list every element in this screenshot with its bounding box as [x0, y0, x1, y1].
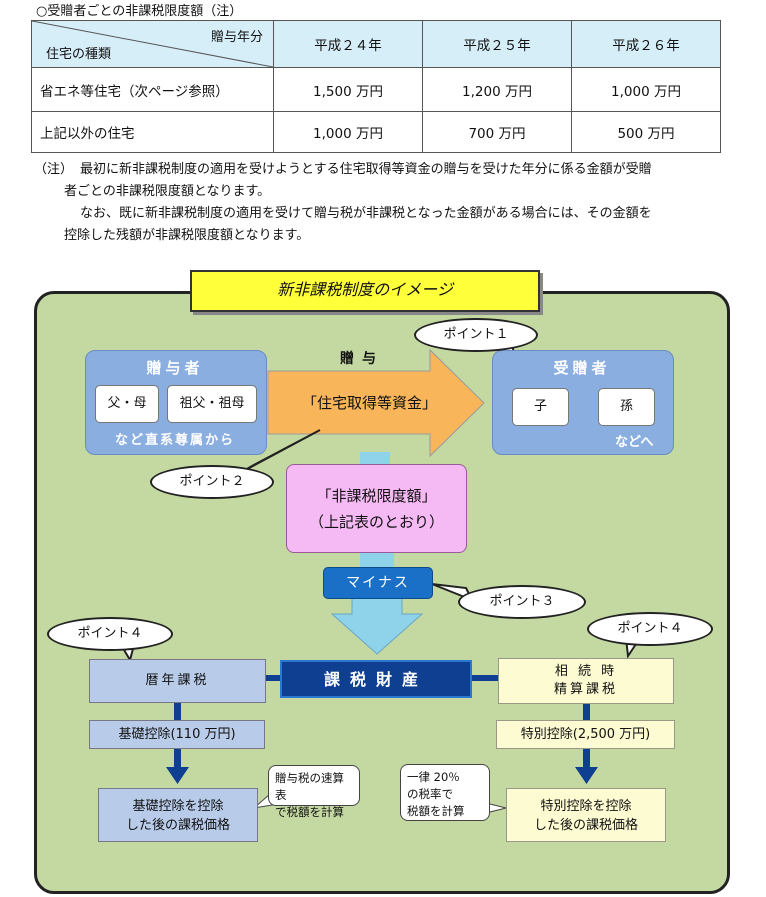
table-cell: 1,000 万円 — [273, 111, 423, 153]
donor-footer: など直系尊属から — [114, 433, 235, 448]
connector-bar-lower — [360, 553, 394, 567]
point2-bubble: ポイント２ — [150, 465, 274, 499]
note-line: 控除した残額が非課税限度額となります。 — [64, 228, 310, 243]
diagram-title: 新非課税制度のイメージ — [190, 270, 540, 312]
point4-left-bubble: ポイント４ — [47, 617, 173, 651]
note-line: 最初に新非課税制度の適用を受けようとする住宅取得等資金の贈与を受けた年分に係る金… — [80, 162, 652, 177]
header-year-h24: 平成２４年 — [273, 20, 423, 68]
header-house-type: 住宅の種類 — [46, 47, 112, 62]
gift-arrow — [267, 348, 485, 458]
header-gift-year: 贈与年分 — [210, 30, 263, 45]
table-caption: ○受贈者ごとの非課税限度額（注） — [36, 4, 243, 19]
left-result-line1: 基礎控除を控除 — [132, 799, 224, 814]
table-header-row: 贈与年分 住宅の種類 平成２４年 平成２５年 平成２６年 — [31, 20, 721, 68]
recipient-child: 子 — [512, 388, 569, 426]
left-arrow-shaft — [174, 747, 181, 769]
tax-free-limit-box: 「非課税限度額」 （上記表のとおり） — [286, 464, 467, 553]
right-note-line1: 一律 20％ — [407, 770, 460, 784]
point3-bubble: ポイント３ — [458, 585, 586, 619]
table-cell: 700 万円 — [422, 111, 572, 153]
settlement-line2: 精算課税 — [553, 682, 618, 697]
minus-label: マイナス — [323, 567, 433, 599]
point4-right-bubble: ポイント４ — [587, 612, 713, 646]
table-cell: 1,000 万円 — [571, 67, 721, 112]
limit-line1: 「非課税限度額」 — [316, 487, 437, 505]
taxable-property: 課税財産 — [280, 660, 472, 698]
right-result-line1: 特別控除を控除 — [540, 799, 632, 814]
left-result-line2: した後の課税価格 — [125, 818, 230, 833]
row-label: 上記以外の住宅 — [31, 111, 274, 153]
header-year-h26: 平成２６年 — [571, 20, 721, 68]
settlement-line1: 相 続 時 — [554, 664, 618, 679]
settlement-taxation: 相 続 時 精算課税 — [498, 658, 674, 704]
recipient-grandchild: 孫 — [598, 388, 655, 426]
basic-deduction: 基礎控除(110 万円) — [89, 720, 265, 749]
calendar-year-taxation: 暦年課税 — [89, 659, 266, 703]
recipient-title: 受贈者 — [553, 359, 611, 377]
right-connector — [583, 704, 590, 720]
left-calc-note: 贈与税の速算表 で税額を計算 — [268, 765, 360, 819]
right-arrow-shaft — [583, 747, 590, 769]
right-note-line3: 税額を計算 — [407, 804, 465, 818]
donor-title: 贈与者 — [146, 359, 204, 377]
note-line: 者ごとの非課税限度額となります。 — [64, 184, 271, 199]
row-label: 省エネ等住宅（次ページ参照） — [31, 67, 274, 112]
gift-label: 贈与 — [340, 351, 384, 367]
header-year-h25: 平成２５年 — [422, 20, 572, 68]
note-marker: （注） — [34, 162, 74, 177]
limit-table: 贈与年分 住宅の種類 平成２４年 平成２５年 平成２６年 省エネ等住宅（次ページ… — [31, 20, 721, 153]
left-arrow-head — [166, 767, 189, 784]
note-line: なお、既に新非課税制度の適用を受けて贈与税が非課税となった金額がある場合には、そ… — [80, 206, 652, 221]
right-arrow-head — [575, 767, 598, 784]
connector-right — [472, 675, 499, 681]
connector-bar — [360, 452, 390, 466]
left-connector — [174, 702, 181, 720]
donor-parents: 父・母 — [95, 385, 159, 423]
arrow-text: 「住宅取得等資金」 — [302, 394, 438, 412]
right-note-line2: の税率で — [407, 787, 453, 801]
point1-bubble: ポイント１ — [414, 318, 538, 352]
connector-left — [264, 675, 282, 681]
minus-down-arrow — [330, 596, 424, 655]
right-calc-note: 一律 20％ の税率で 税額を計算 — [400, 764, 490, 821]
recipient-footer: などへ — [615, 435, 654, 450]
right-result-line2: した後の課税価格 — [533, 818, 638, 833]
left-taxable-value: 基礎控除を控除 した後の課税価格 — [98, 788, 258, 842]
left-note-line2: で税額を計算 — [275, 805, 344, 819]
table-row: 上記以外の住宅 1,000 万円 700 万円 500 万円 — [31, 111, 721, 153]
special-deduction: 特別控除(2,500 万円) — [496, 720, 675, 749]
left-note-line1: 贈与税の速算表 — [275, 771, 344, 802]
right-taxable-value: 特別控除を控除 した後の課税価格 — [506, 788, 666, 842]
table-cell: 500 万円 — [571, 111, 721, 153]
limit-line2: （上記表のとおり） — [308, 513, 444, 531]
table-cell: 1,200 万円 — [422, 67, 572, 112]
table-row: 省エネ等住宅（次ページ参照） 1,500 万円 1,200 万円 1,000 万… — [31, 67, 721, 112]
donor-grandparents: 祖父・祖母 — [167, 385, 257, 423]
